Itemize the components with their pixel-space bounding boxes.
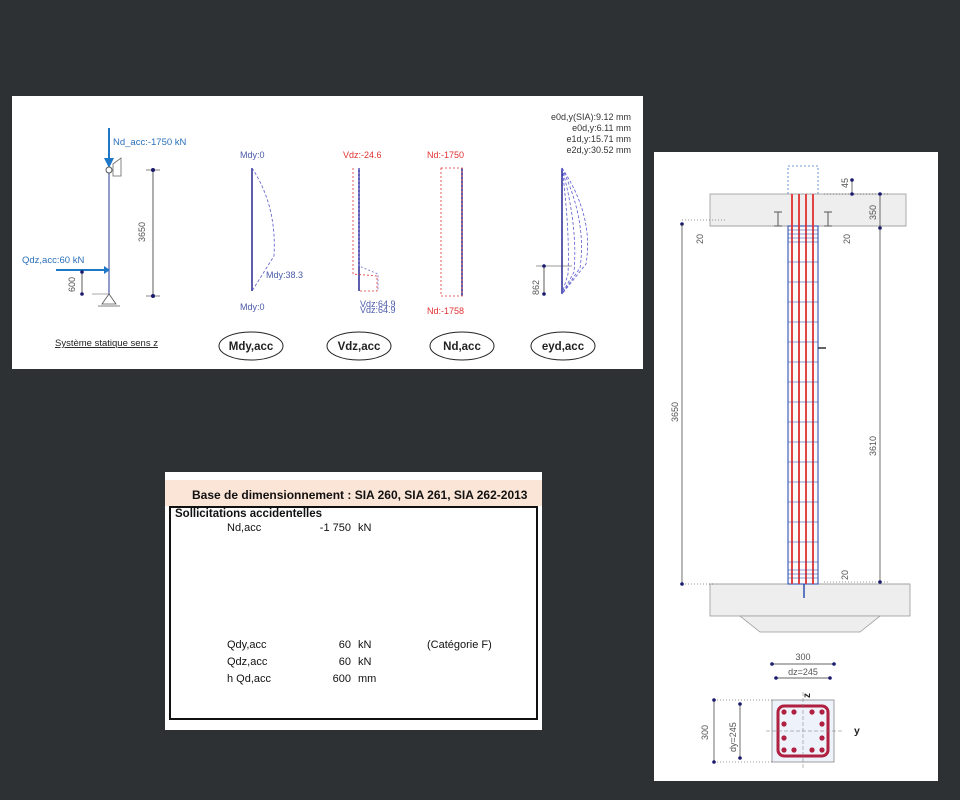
ellipse-vdz: Vdz,acc	[326, 331, 392, 361]
ecc-line-1: e0d,y(SIA):9.12 mm	[551, 112, 631, 122]
vdz-top-label: Vdz:-24.6	[343, 150, 382, 160]
dim-dz: dz=245	[788, 667, 818, 677]
dim-20-left: 20	[695, 234, 705, 244]
dim-300-top: 300	[795, 652, 810, 662]
table-row: h Qd,acc 600 mm	[171, 673, 536, 687]
dim-350: 350	[868, 205, 878, 220]
ecc-line-3: e1d,y:15.71 mm	[566, 134, 631, 144]
nd-arrow-head	[104, 158, 114, 168]
dim-45: 45	[840, 178, 850, 188]
column-drawing-panel: 45 350 20 20 3650 3610 20 300 dz=245 z y…	[654, 152, 938, 781]
row-label: h Qd,acc	[227, 673, 272, 685]
nd-red-block	[440, 167, 463, 297]
row-label: Qdz,acc	[227, 656, 268, 668]
dim-3650: 3650	[137, 222, 147, 242]
table-row: Nd,acc -1 750 kN	[171, 522, 536, 536]
eyd-dim: 862	[531, 280, 541, 295]
row-label: Qdy,acc	[227, 639, 267, 651]
table-box: Sollicitations accidentelles Nd,acc -1 7…	[169, 506, 538, 720]
axis-z: z	[802, 693, 813, 698]
axis-y: y	[854, 725, 860, 737]
qd-load-label: Qdz,acc:60 kN	[22, 255, 84, 266]
row-unit: kN	[358, 522, 372, 534]
cross-section-bars	[781, 709, 825, 753]
static-system-panel: Nd_acc:-1750 kN Qdz,acc:60 kN 600 3650 S…	[12, 96, 643, 369]
column-elevation-drawing: 45 350 20 20 3650 3610 20 300 dz=245 z y…	[670, 165, 911, 768]
row-unit: kN	[358, 656, 372, 668]
pin-support	[101, 293, 117, 305]
svg-text:eyd,acc: eyd,acc	[542, 341, 585, 353]
row-value: 600	[332, 673, 351, 685]
table-row: Qdz,acc 60 kN	[171, 656, 536, 670]
ellipse-eyd: eyd,acc	[530, 331, 596, 361]
vdz-red-curve	[352, 168, 378, 292]
mdy-top-label: Mdy:0	[240, 150, 265, 160]
footing	[709, 583, 911, 617]
dim-20-right: 20	[842, 234, 852, 244]
nd-top-label: Nd:-1750	[427, 150, 464, 160]
dim-20-bottom: 20	[840, 570, 850, 580]
vdz-bottom-label-a: Vdz:64.9	[360, 299, 396, 309]
svg-text:Mdy,acc: Mdy,acc	[229, 341, 274, 353]
upper-column-stub	[787, 165, 819, 195]
svg-text:Nd,acc: Nd,acc	[443, 341, 481, 353]
vdz-blue-curve	[358, 168, 379, 291]
qd-arrow-head	[104, 266, 110, 274]
ellipse-mdy: Mdy,acc	[218, 331, 284, 361]
svg-text:Vdz,acc: Vdz,acc	[338, 341, 381, 353]
static-system-diagram: Nd_acc:-1750 kN Qdz,acc:60 kN 600 3650 S…	[22, 112, 631, 361]
top-roller-support	[112, 157, 122, 177]
vdz-bottom-label-b: Vdz:64.9	[360, 305, 396, 315]
top-hinge	[105, 166, 113, 174]
dim-3650: 3650	[670, 402, 680, 422]
row-unit: kN	[358, 639, 372, 651]
dim-dy: dy=245	[728, 722, 738, 752]
ecc-line-4: e2d,y:30.52 mm	[566, 145, 631, 155]
stirrups	[788, 229, 818, 579]
row-unit: mm	[358, 673, 377, 685]
dim-3610: 3610	[868, 436, 878, 456]
nd-load-label: Nd_acc:-1750 kN	[113, 137, 187, 148]
dim-300-left: 300	[700, 725, 710, 740]
system-label: Système statique sens z	[55, 338, 158, 349]
ecc-line-2: e0d,y:6.11 mm	[572, 123, 631, 133]
table-row: Qdy,acc 60 kN (Catégorie F)	[171, 639, 536, 653]
table-header: Base de dimensionnement : SIA 260, SIA 2…	[165, 480, 542, 506]
loads-table-panel: Base de dimensionnement : SIA 260, SIA 2…	[165, 472, 542, 730]
row-value: 60	[338, 639, 351, 651]
top-slab	[709, 193, 907, 227]
table-title: Sollicitations accidentelles	[175, 508, 322, 520]
row-label: Nd,acc	[227, 522, 262, 534]
row-value: 60	[338, 656, 351, 668]
dim-600: 600	[67, 277, 77, 292]
ellipse-nd: Nd,acc	[429, 331, 495, 361]
mdy-curve	[251, 167, 275, 292]
row-value: -1 750	[319, 522, 351, 534]
mdy-bottom-label: Mdy:0	[240, 302, 265, 312]
row-note: (Catégorie F)	[427, 639, 492, 651]
mdy-mid-label: Mdy:38.3	[266, 270, 303, 280]
nd-bottom-label: Nd:-1758	[427, 306, 464, 316]
